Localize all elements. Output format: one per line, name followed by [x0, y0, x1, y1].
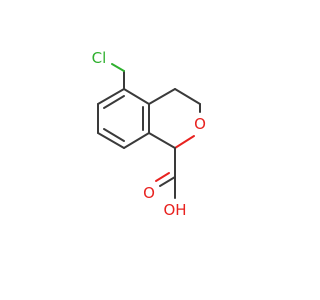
bond-c-o-double-b: [155, 172, 170, 182]
bond-c4-c3: [174, 88, 201, 105]
chlorine-label: Cl: [92, 49, 107, 67]
bond-ring-double-3: [103, 128, 125, 142]
hydroxyl-label: OH: [163, 201, 186, 219]
bond-ring-e: [97, 132, 125, 149]
bond-ring-b: [123, 88, 150, 105]
bond-c1-c8a: [148, 132, 176, 149]
bond-ch2-to-cl: [111, 63, 125, 72]
bond-ring-d: [123, 132, 150, 149]
bond-o-c1: [174, 135, 195, 149]
structure-diagram: Cl O O OH: [92, 49, 206, 219]
ring-oxygen-label: O: [194, 115, 206, 133]
carbonyl-oxygen-label: O: [143, 184, 155, 202]
bond-c-o-double-a: [159, 176, 176, 187]
bond-ring-a: [97, 88, 125, 105]
bond-ring-double-1: [103, 95, 125, 109]
bond-c4a-c4: [148, 88, 176, 105]
